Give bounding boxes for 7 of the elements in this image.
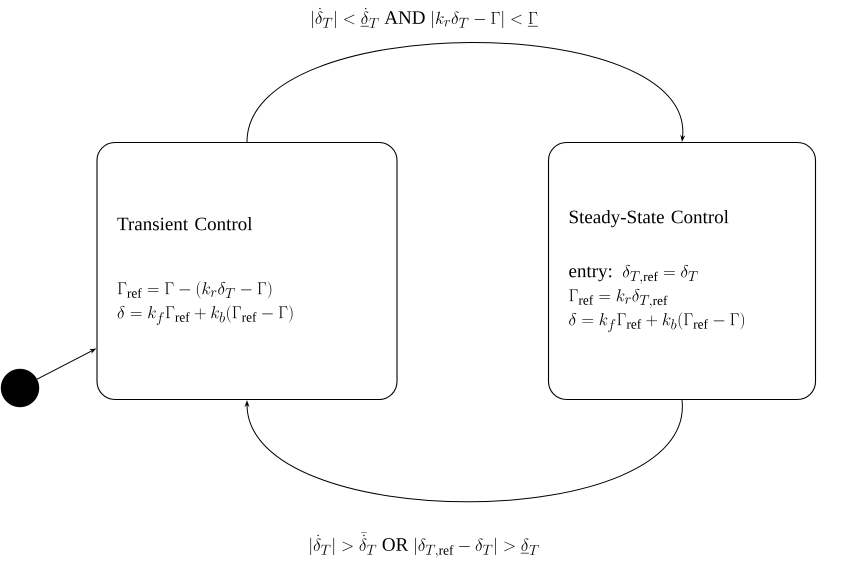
edge-label: $|\dot\delta_T| > \bar{\dot\delta}_T \text{ OR } |\delta_{T,\mathrm{ref}} - \delta_T| > \underline{\delta}_T$	[306, 530, 542, 560]
edge-label: $|\dot\delta_T| < \underline{\dot\delta}_T \text{ AND } |k_r\delta_T - \Gamma| < \underline{\Gamma}$	[308, 6, 540, 30]
arrow	[246, 42, 686, 142]
arrow	[244, 400, 682, 502]
state-box: Steady-State Control $\text{entry: }\delta_{T,\mathrm{ref}} = \delta_T$ $\Gamma_{\mathrm{ref}} = k_r\delta_{T,\mathrm{ref}}$ $\delta = k_f\Gamma_{\mathrm{ref}} + k_b(\Gamma_{\mathrm{ref}} - \Gamma)$	[548, 142, 816, 400]
start-dot	[0, 368, 40, 408]
state-box: Transient Control $\Gamma_{\mathrm{ref}} = \Gamma - (k_r\delta_T - \Gamma)$ $\delta = k_f\Gamma_{\mathrm{ref}} + k_b(\Gamma_{\mathrm{ref}} - \Gamma)$	[96, 142, 398, 400]
